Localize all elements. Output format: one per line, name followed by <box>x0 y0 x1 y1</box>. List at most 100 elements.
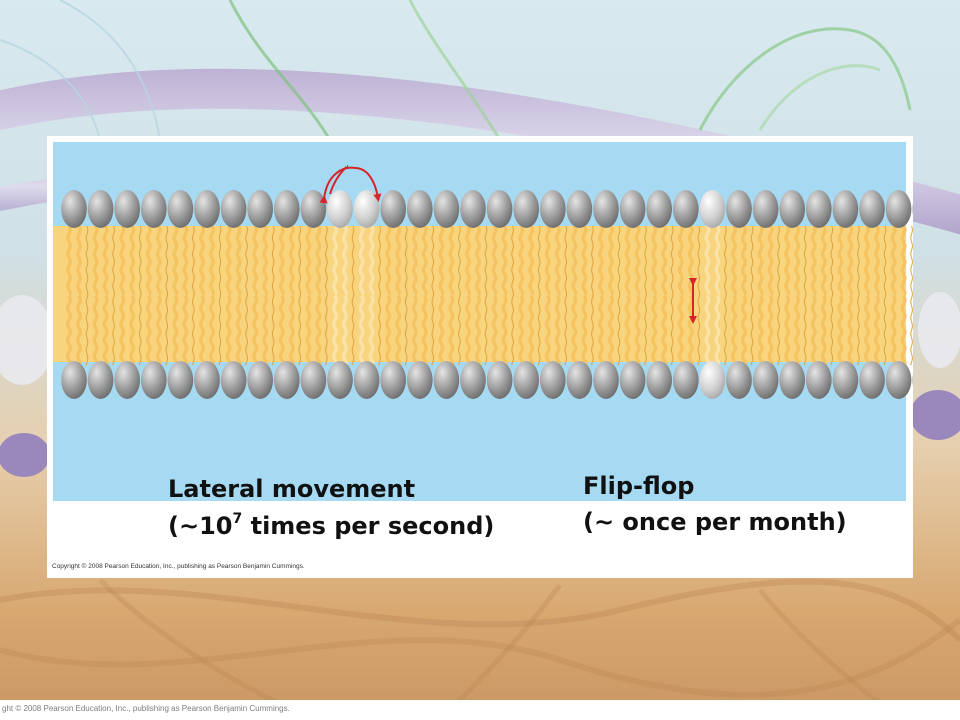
lipid-tail <box>305 295 312 366</box>
lipid-tail <box>491 295 498 366</box>
flip-flop-label: Flip-flop <box>583 472 695 500</box>
lipid-tail <box>581 225 588 296</box>
phospholipid-head <box>779 190 805 228</box>
phospholipid-head <box>859 361 885 399</box>
phospholipid-head <box>433 190 460 228</box>
lipid-tail <box>571 295 578 366</box>
phospholipid-head <box>407 190 433 228</box>
lipid-tail <box>598 225 604 296</box>
phospholipid-head <box>513 190 539 228</box>
lipid-tail <box>704 295 711 366</box>
phospholipid-head <box>566 361 593 399</box>
lipid-tail <box>155 225 162 296</box>
lipid-tail <box>731 225 737 296</box>
tail-divider <box>697 225 701 366</box>
lipid-tail <box>757 295 764 366</box>
lipid-tail <box>501 225 508 296</box>
lipid-tail <box>76 225 82 296</box>
phospholipid-head <box>274 361 300 399</box>
lipid-tail <box>581 295 588 366</box>
lipid-tail <box>438 225 445 296</box>
tail-divider <box>85 225 89 366</box>
tail-divider <box>404 225 408 366</box>
lipid-tail <box>571 225 578 296</box>
phospholipid-head <box>885 190 912 228</box>
lipid-tail <box>66 225 72 296</box>
tail-divider <box>192 225 195 366</box>
lipid-tail <box>332 295 338 366</box>
lipid-tail <box>288 295 295 366</box>
lipid-tail <box>731 295 737 366</box>
phospholipid-head <box>247 361 273 399</box>
phospholipid-head <box>885 361 912 399</box>
lipid-tail <box>465 295 471 366</box>
lateral-movement-label: Lateral movement <box>168 475 416 503</box>
lipid-tail <box>252 295 259 366</box>
lipid-tail <box>465 225 471 296</box>
lipid-tail <box>890 225 897 296</box>
phospholipid-head <box>752 190 779 228</box>
phospholipid-head <box>274 190 300 228</box>
lipid-tail <box>411 225 418 296</box>
phospholipid-head <box>486 190 513 228</box>
phospholipid-head <box>619 361 646 399</box>
tail-divider <box>245 225 248 366</box>
phospholipid-heads <box>61 190 913 399</box>
lipid-tail <box>288 225 295 296</box>
lipid-tail <box>262 295 269 366</box>
lipid-tail <box>119 225 126 296</box>
lipid-tail <box>651 295 658 366</box>
lipid-bilayer-diagram <box>53 142 913 501</box>
lipid-tail <box>864 225 870 296</box>
phospholipid-head <box>247 190 273 228</box>
lipid-tail <box>874 295 880 366</box>
lipid-tail <box>278 225 285 296</box>
lipid-tail <box>528 295 535 366</box>
tail-divider <box>537 225 541 366</box>
lipid-tail <box>741 295 747 366</box>
lipid-tail <box>66 295 72 366</box>
phospholipid-head <box>194 361 220 399</box>
lipid-tail <box>634 225 641 296</box>
lipid-tail <box>172 225 179 296</box>
lipid-tail <box>475 225 481 296</box>
lipid-tail <box>225 225 232 296</box>
lipid-tail <box>368 225 375 296</box>
lipid-tail <box>608 295 614 366</box>
phospholipid-head <box>619 190 646 228</box>
lipid-tail <box>810 295 817 366</box>
lipid-tail <box>332 225 338 296</box>
lipid-tail <box>757 225 764 296</box>
phospholipid-head <box>779 361 805 399</box>
tail-divider <box>644 225 647 366</box>
phospholipid-head <box>61 190 87 228</box>
tail-divider <box>777 225 780 366</box>
lipid-tail <box>767 295 774 366</box>
lipid-tail <box>315 225 322 296</box>
lipid-tail <box>155 295 162 366</box>
phospholipid-head <box>141 361 167 399</box>
lipid-tail <box>704 225 711 296</box>
phospholipid-head <box>646 361 672 399</box>
lipid-tail <box>634 295 641 366</box>
lipid-tail <box>501 295 508 366</box>
phospholipid-head <box>513 361 539 399</box>
tail-divider <box>325 225 328 366</box>
phospholipid-head <box>300 190 327 228</box>
lipid-tail <box>119 295 126 366</box>
phospholipid-head <box>912 374 913 386</box>
lipid-tail <box>624 225 631 296</box>
lipid-tail <box>890 295 897 366</box>
lipid-tail <box>92 225 99 296</box>
phospholipid-head <box>380 190 407 228</box>
lipid-tail <box>544 295 551 366</box>
tail-divider <box>431 225 435 366</box>
lipid-tail <box>448 225 455 296</box>
lipid-tail <box>342 295 348 366</box>
tail-divider <box>165 225 169 366</box>
tail-divider <box>271 225 275 366</box>
page-copyright: ght © 2008 Pearson Education, Inc., publ… <box>2 704 290 713</box>
lipid-tail <box>661 225 668 296</box>
lipid-tail <box>252 225 259 296</box>
phospholipid-head <box>806 190 832 228</box>
